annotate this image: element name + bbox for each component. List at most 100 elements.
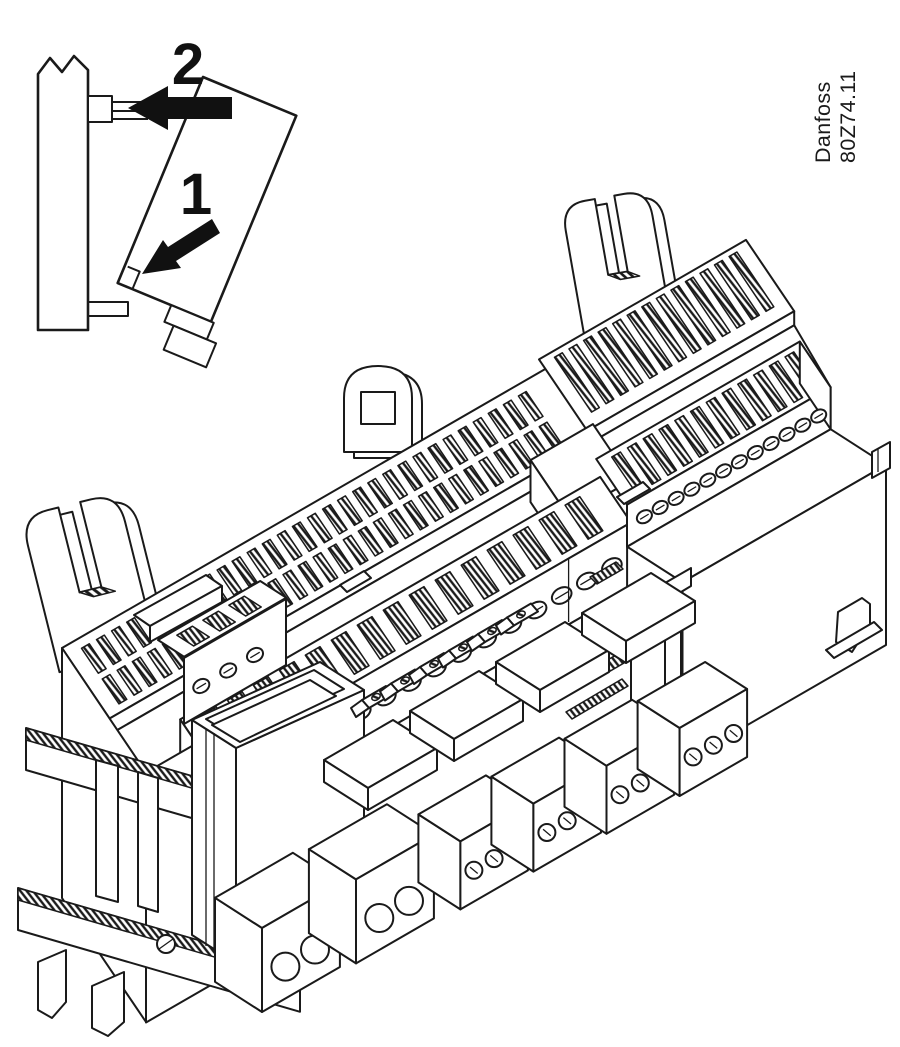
terminal-slot <box>408 585 448 630</box>
vent-slat <box>367 477 394 509</box>
wire-hole <box>270 951 301 982</box>
panel-recess <box>211 679 337 743</box>
vent-slat <box>655 293 702 355</box>
outline <box>323 759 369 811</box>
vent-slat <box>553 352 601 413</box>
vent-slat <box>402 499 429 531</box>
vent-slat <box>713 259 761 321</box>
terminal-slot <box>486 540 526 585</box>
terminal-slot <box>330 630 370 675</box>
connector-block <box>323 719 438 811</box>
brand-text: Danfoss 80Z74.11 <box>811 71 860 163</box>
edge <box>158 938 174 950</box>
terminal-screw <box>699 472 717 488</box>
terminal-slot <box>768 360 804 404</box>
terminal-screw <box>762 435 780 452</box>
vent-slat <box>447 473 475 505</box>
wire-hole <box>364 903 395 933</box>
brand-manufacturer: Danfoss <box>811 81 835 163</box>
vent-slat <box>80 643 107 674</box>
foot <box>91 971 125 1037</box>
outline <box>495 661 541 713</box>
terminal-slot <box>382 600 422 645</box>
vent-slat <box>432 482 460 514</box>
foot <box>37 949 67 1019</box>
terminal-screw <box>192 677 211 695</box>
vent-slat <box>487 408 514 440</box>
terminal-screw <box>635 509 653 525</box>
connector-blocks-back <box>323 572 696 811</box>
clip-tab <box>339 570 372 593</box>
vent-slat <box>327 543 354 575</box>
vent-slat <box>427 442 454 474</box>
vent-slat <box>387 508 414 540</box>
vent-slat <box>357 525 384 557</box>
terminal-slot <box>512 525 552 570</box>
aux-terminal-block <box>133 574 288 725</box>
vent-slat <box>125 616 153 648</box>
guide-rib <box>565 678 629 720</box>
vent-slat <box>306 512 333 544</box>
vent-slat <box>641 301 688 363</box>
vent-slat <box>472 416 499 448</box>
vent-slat <box>246 547 273 579</box>
post <box>95 759 119 903</box>
terminal-screw <box>715 463 733 479</box>
step-1-arrow-icon <box>142 219 220 274</box>
vent-slat <box>582 335 630 397</box>
vent-slat <box>110 625 137 657</box>
wall-rail <box>36 54 129 332</box>
vent-slat <box>611 318 659 380</box>
terminal-slot <box>228 595 262 617</box>
terminal-slot <box>705 396 741 440</box>
vent-slat <box>231 556 258 587</box>
vent-slat <box>699 268 746 329</box>
vent-slat <box>342 534 369 566</box>
vent-slat <box>728 251 775 313</box>
vent-slat <box>568 343 615 405</box>
vent-slat <box>670 284 717 346</box>
terminal-screw <box>651 499 669 516</box>
vent-slat <box>321 503 348 535</box>
vent-slat <box>101 673 128 705</box>
mounting-inset: 1 2 <box>36 32 298 369</box>
terminal-slot <box>689 405 725 449</box>
connector-block <box>581 572 696 664</box>
terminal-screw <box>667 490 685 506</box>
terminal-screw <box>219 662 238 679</box>
vent-slat <box>276 529 303 561</box>
vent-slat <box>216 564 243 596</box>
vent-slat <box>417 491 444 522</box>
terminal-slot <box>356 615 396 660</box>
outline <box>409 710 455 762</box>
mounting-tab <box>343 365 423 459</box>
vent-slat <box>517 390 544 422</box>
terminal-slot <box>674 414 709 458</box>
rail-clip-foot <box>825 621 883 659</box>
step-2-arrow-icon <box>128 86 232 130</box>
module-foot-flange <box>162 324 218 369</box>
vent-slat <box>297 560 324 592</box>
terminal-screw <box>245 646 265 664</box>
connector-block <box>636 661 749 797</box>
vent-slat <box>146 647 173 679</box>
terminal-slot <box>176 625 211 647</box>
vent-slat <box>351 486 379 518</box>
terminal-slot <box>752 369 788 413</box>
terminal-slot <box>460 555 500 600</box>
terminal-slot <box>642 433 678 477</box>
vent-slat <box>493 447 520 479</box>
vent-slat <box>336 495 363 527</box>
connector-block <box>307 803 435 965</box>
vent-slat <box>95 634 122 666</box>
step-2-label: 2 <box>172 32 204 97</box>
terminal-screw <box>683 481 701 497</box>
terminal-slot <box>564 495 604 540</box>
terminal-strip-right <box>595 340 832 548</box>
vent-slat <box>442 434 469 466</box>
terminal-slot <box>434 570 474 615</box>
vent-slat <box>282 569 309 601</box>
vent-slat <box>382 469 409 500</box>
